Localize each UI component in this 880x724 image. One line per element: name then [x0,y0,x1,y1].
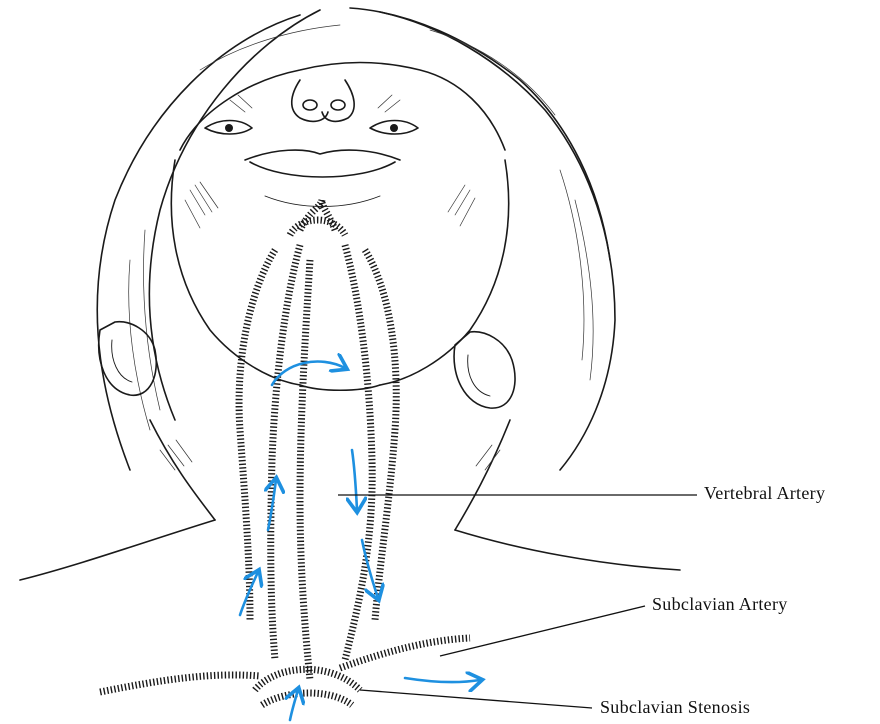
flow-arrow-bottom [290,690,298,720]
face-drawing [171,63,508,391]
leader-subclavian-artery [440,606,645,656]
label-subclavian-stenosis: Subclavian Stenosis [600,697,750,718]
leader-subclavian-stenosis [360,690,592,708]
label-vertebral-artery: Vertebral Artery [704,483,825,504]
neck-shoulders-drawing [20,420,680,580]
flow-arrow-right-down [352,450,357,510]
hair-drawing [97,8,615,470]
flow-arrow-subclavian [405,678,480,682]
label-subclavian-artery: Subclavian Artery [652,594,788,615]
leader-lines [338,495,697,708]
flow-arrow-left-up [268,480,276,530]
flow-arrows [240,362,480,720]
artery-network [100,200,470,705]
